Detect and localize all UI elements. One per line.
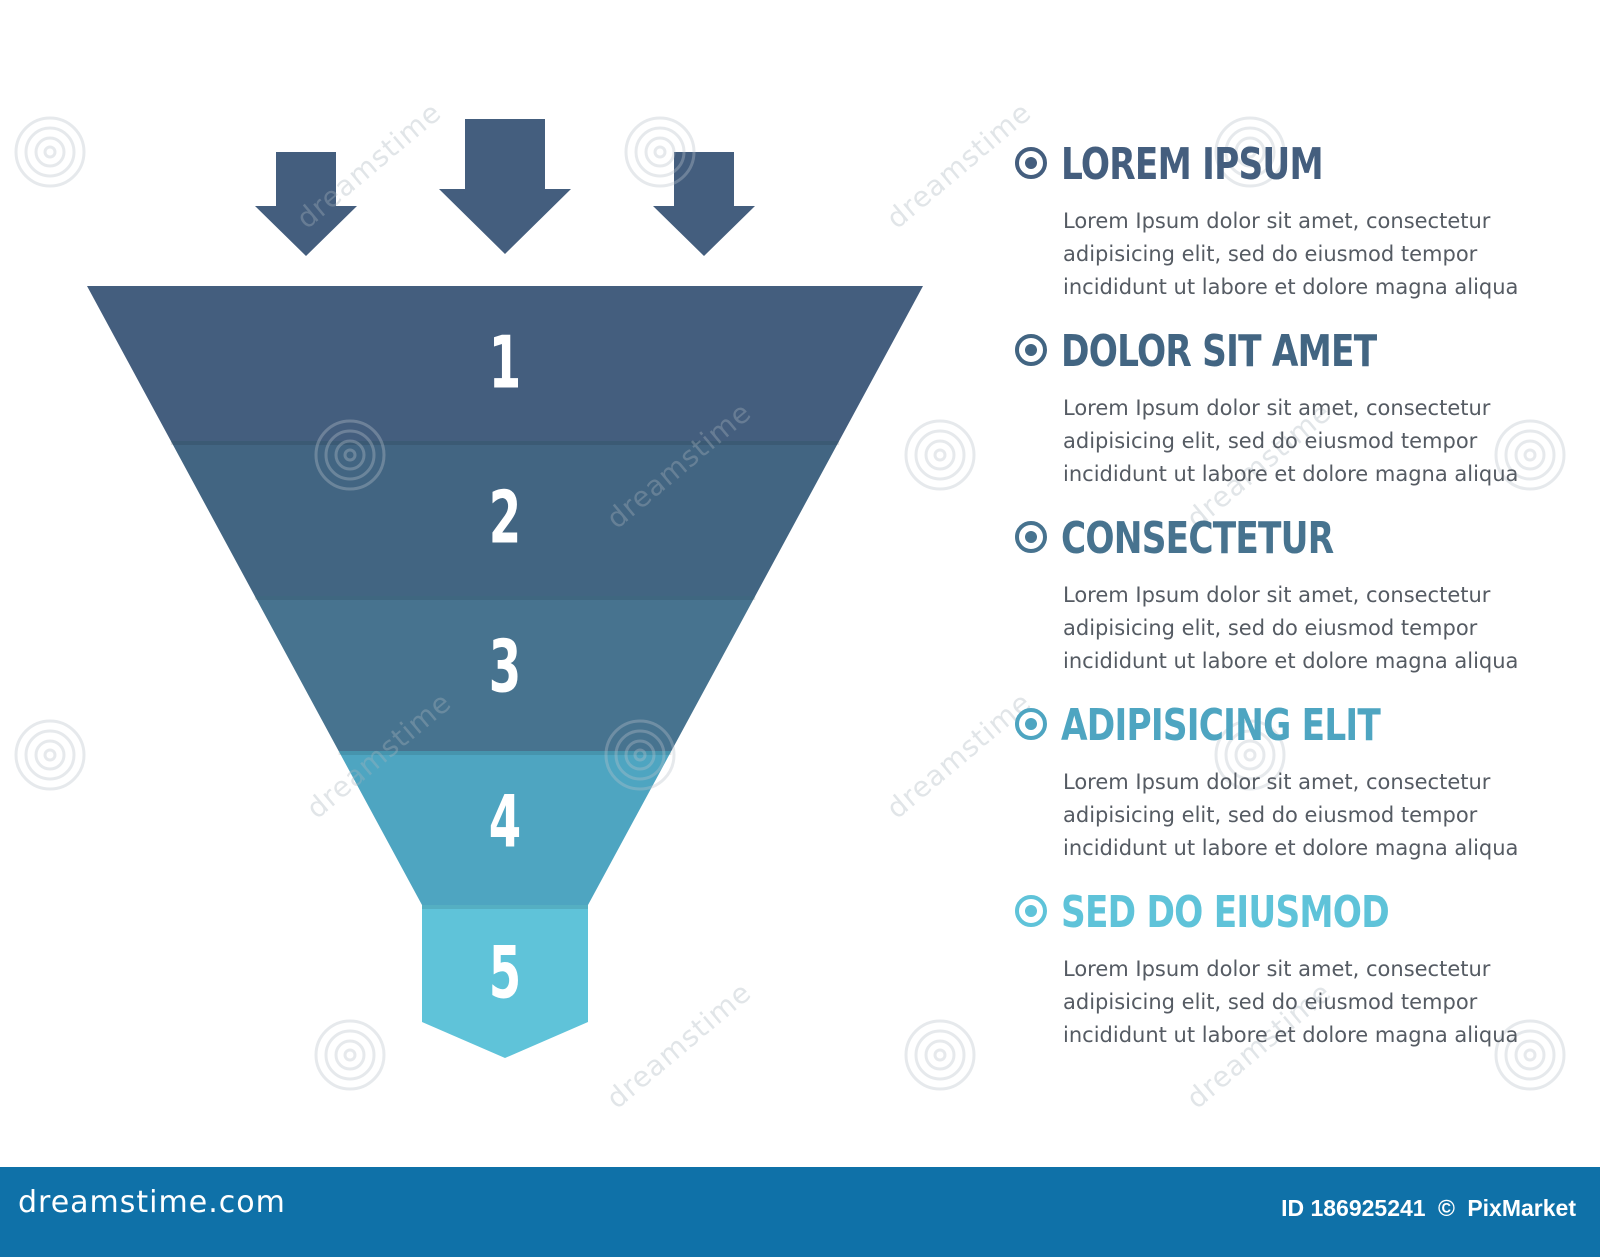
item-description: Lorem Ipsum dolor sit amet, consectetur … xyxy=(1063,766,1583,865)
footer-bar: dreamstime.com ID 186925241 © PixMarket xyxy=(0,1167,1600,1257)
bullet-icon xyxy=(1015,521,1047,553)
spiral-logo-icon xyxy=(314,419,386,491)
item-title: SED DO EIUSMOD xyxy=(1061,887,1390,938)
spiral-logo-icon xyxy=(14,116,86,188)
item-text-line: incididunt ut labore et dolore magna ali… xyxy=(1063,1023,1519,1047)
stage-shadow xyxy=(254,596,756,600)
item-description: Lorem Ipsum dolor sit amet, consectetur … xyxy=(1063,392,1583,491)
item-2: DOLOR SIT AMET Lorem Ipsum dolor sit ame… xyxy=(1015,322,1575,491)
item-text-line: incididunt ut labore et dolore magna ali… xyxy=(1063,275,1519,299)
item-text-line: Lorem Ipsum dolor sit amet, consectetur xyxy=(1063,209,1491,233)
item-text-line: incididunt ut labore et dolore magna ali… xyxy=(1063,836,1519,860)
item-text-line: incididunt ut labore et dolore magna ali… xyxy=(1063,649,1519,673)
spiral-logo-icon xyxy=(624,116,696,188)
funnel: 1 2 3 4 5 xyxy=(87,286,923,1058)
stage-number-4: 4 xyxy=(489,780,521,864)
item-text-line: adipisicing elit, sed do eiusmod tempor xyxy=(1063,242,1478,266)
item-title: DOLOR SIT AMET xyxy=(1061,326,1377,377)
item-text-line: Lorem Ipsum dolor sit amet, consectetur xyxy=(1063,583,1491,607)
item-description: Lorem Ipsum dolor sit amet, consectetur … xyxy=(1063,953,1583,1052)
footer-credit: ID 186925241 © PixMarket xyxy=(1281,1195,1576,1222)
item-text-line: Lorem Ipsum dolor sit amet, consectetur xyxy=(1063,396,1491,420)
item-5: SED DO EIUSMOD Lorem Ipsum dolor sit ame… xyxy=(1015,883,1575,1052)
item-text-line: Lorem Ipsum dolor sit amet, consectetur xyxy=(1063,957,1491,981)
spiral-logo-icon xyxy=(904,1019,976,1091)
bullet-icon xyxy=(1015,895,1047,927)
item-title: LOREM IPSUM xyxy=(1061,139,1324,190)
item-text-line: adipisicing elit, sed do eiusmod tempor xyxy=(1063,429,1478,453)
arrow-down-icon xyxy=(439,119,571,254)
funnel-stage-1 xyxy=(87,286,923,441)
spiral-logo-icon xyxy=(1214,116,1286,188)
item-text-line: Lorem Ipsum dolor sit amet, consectetur xyxy=(1063,770,1491,794)
item-description: Lorem Ipsum dolor sit amet, consectetur … xyxy=(1063,579,1583,678)
arrow-down-icon xyxy=(255,152,357,256)
author-name: PixMarket xyxy=(1467,1195,1576,1221)
stage-shadow xyxy=(422,905,588,909)
spiral-logo-icon xyxy=(604,719,676,791)
spiral-logo-icon xyxy=(314,1019,386,1091)
item-text-line: adipisicing elit, sed do eiusmod tempor xyxy=(1063,990,1478,1014)
copyright-symbol: © xyxy=(1437,1195,1455,1221)
watermark-logos xyxy=(14,116,1566,1091)
funnel-stage-3 xyxy=(254,596,756,751)
item-3: CONSECTETUR Lorem Ipsum dolor sit amet, … xyxy=(1015,509,1575,678)
item-1: LOREM IPSUM Lorem Ipsum dolor sit amet, … xyxy=(1015,135,1575,304)
item-title: ADIPISICING ELIT xyxy=(1061,700,1381,751)
stage-number-2: 2 xyxy=(489,476,521,560)
item-description: Lorem Ipsum dolor sit amet, consectetur … xyxy=(1063,205,1583,304)
item-text-line: incididunt ut labore et dolore magna ali… xyxy=(1063,462,1519,486)
funnel-stage-2 xyxy=(170,441,840,596)
bullet-icon xyxy=(1015,334,1047,366)
funnel-stage-5 xyxy=(422,905,588,1058)
arrows-group xyxy=(255,119,755,256)
funnel-stage-4 xyxy=(338,751,672,905)
bullet-icon xyxy=(1015,708,1047,740)
spiral-logo-icon xyxy=(904,419,976,491)
item-text-line: adipisicing elit, sed do eiusmod tempor xyxy=(1063,616,1478,640)
image-id: ID 186925241 xyxy=(1281,1195,1426,1221)
spiral-logo-icon xyxy=(1494,419,1566,491)
stage-shadow xyxy=(338,751,672,755)
spiral-logo-icon xyxy=(1494,1019,1566,1091)
stage-number-5: 5 xyxy=(489,931,521,1015)
stage-number-1: 1 xyxy=(489,321,521,405)
bullet-icon xyxy=(1015,147,1047,179)
stage-number-3: 3 xyxy=(489,625,521,709)
footer-brand: dreamstime.com xyxy=(18,1185,286,1220)
spiral-logo-icon xyxy=(14,719,86,791)
stage-shadow xyxy=(170,441,840,445)
item-text-line: adipisicing elit, sed do eiusmod tempor xyxy=(1063,803,1478,827)
item-title: CONSECTETUR xyxy=(1061,513,1334,564)
arrow-down-icon xyxy=(653,152,755,256)
item-4: ADIPISICING ELIT Lorem Ipsum dolor sit a… xyxy=(1015,696,1575,865)
spiral-logo-icon xyxy=(1214,719,1286,791)
